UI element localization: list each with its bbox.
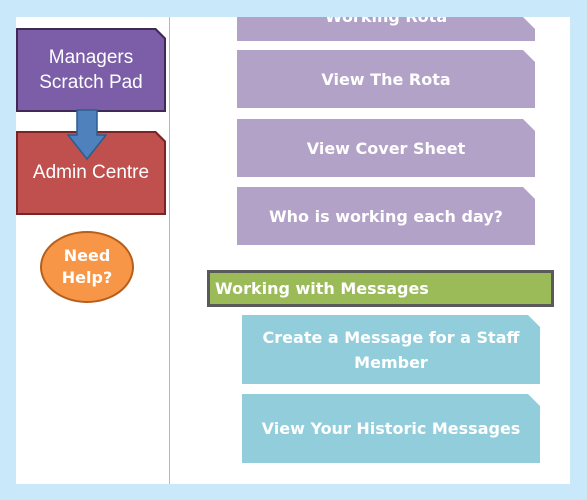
view-cover-sheet-button[interactable]: View Cover Sheet <box>237 119 535 177</box>
view-historic-messages-button[interactable]: View Your Historic Messages <box>242 394 540 463</box>
down-arrow-icon <box>67 109 107 161</box>
managers-scratch-pad-button[interactable]: Managers Scratch Pad <box>16 28 166 112</box>
managers-scratch-pad-label: Managers Scratch Pad <box>18 30 164 110</box>
need-help-button[interactable]: Need Help? <box>40 231 134 303</box>
sidebar-divider <box>169 17 170 484</box>
button-label: View The Rota <box>321 69 451 89</box>
admin-centre-label: Admin Centre <box>18 133 164 213</box>
working-rota-button[interactable]: Working Rota <box>237 17 535 41</box>
who-is-working-button[interactable]: Who is working each day? <box>237 187 535 245</box>
button-label: Who is working each day? <box>269 206 503 226</box>
button-label: View Cover Sheet <box>306 138 466 158</box>
view-the-rota-button[interactable]: View The Rota <box>237 50 535 108</box>
button-label: Working Rota <box>313 17 459 29</box>
button-label: View Your Historic Messages <box>261 419 521 438</box>
messages-section-header: Working with Messages <box>207 270 554 307</box>
button-label: Create a Message for a Staff Member <box>262 327 520 372</box>
section-title: Working with Messages <box>215 279 429 298</box>
need-help-label: Need Help? <box>61 246 113 287</box>
create-message-button[interactable]: Create a Message for a Staff Member <box>242 315 540 384</box>
